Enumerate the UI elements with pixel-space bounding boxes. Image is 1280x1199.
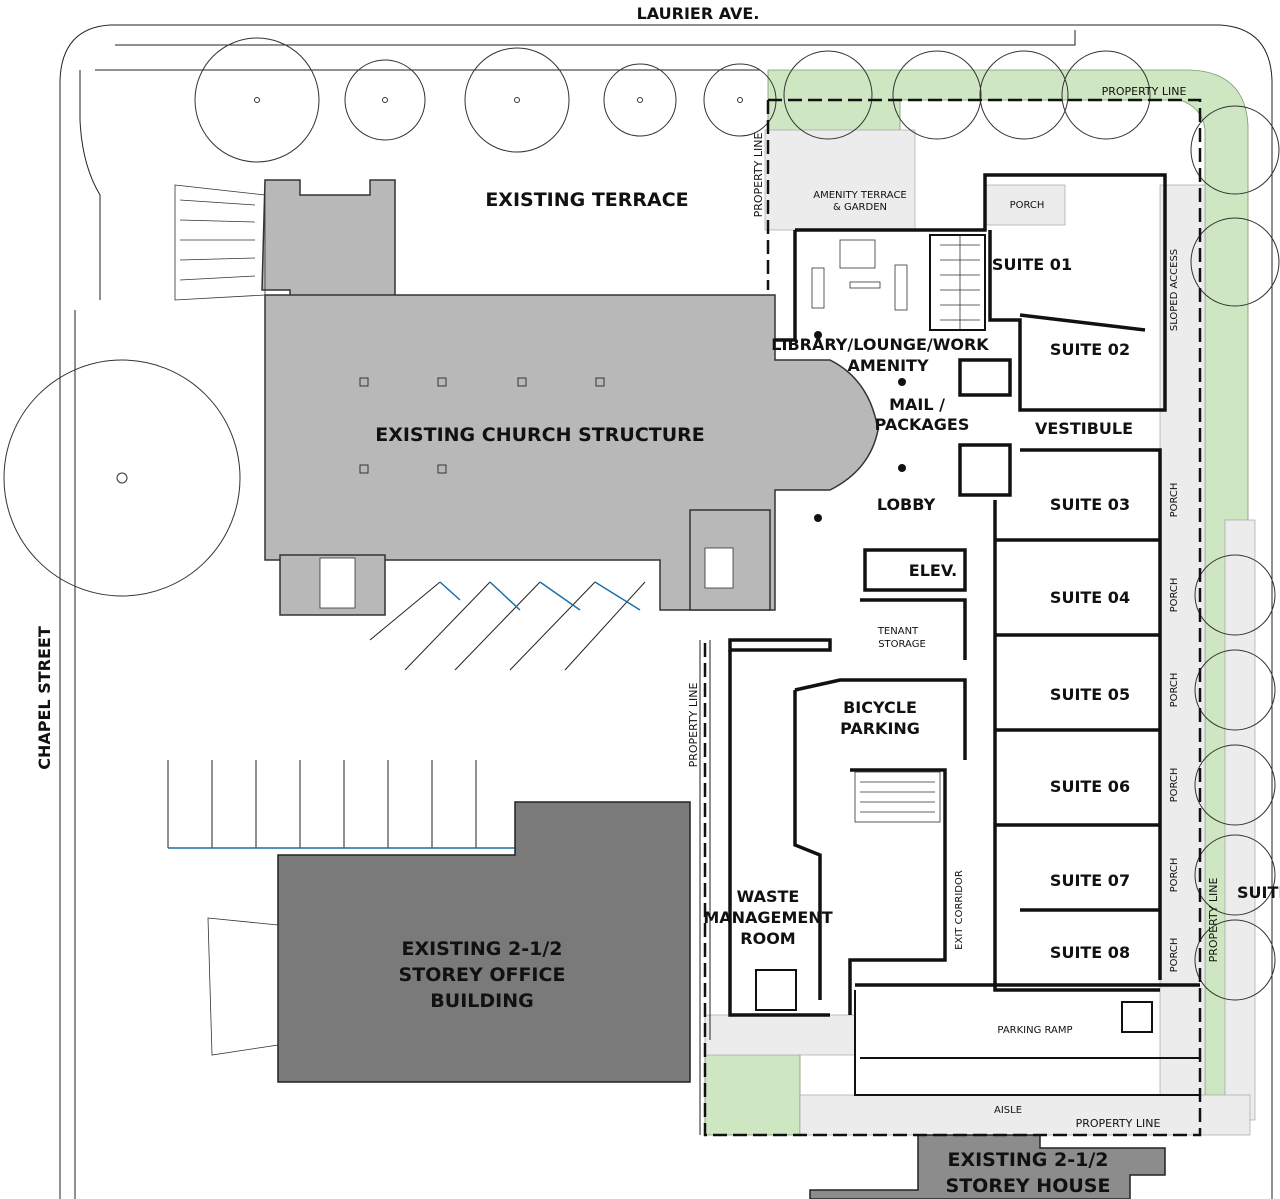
amenity-terrace-label-2: & GARDEN: [833, 202, 887, 213]
aisle-label: AISLE: [994, 1105, 1022, 1116]
house-label-line-1: EXISTING 2-1/2: [947, 1149, 1108, 1171]
suite-02-label: SUITE 02: [1050, 340, 1130, 359]
existing-church-label: EXISTING CHURCH STRUCTURE: [375, 424, 705, 446]
waste-room-label-3: ROOM: [740, 929, 795, 948]
suite-callout-label: SUITE: [1237, 883, 1280, 902]
office-label-line-2: STOREY OFFICE: [399, 964, 566, 986]
porch-label-suite-06: PORCH: [1169, 768, 1180, 803]
suite-06-label: SUITE 06: [1050, 777, 1130, 796]
porch-label-suite-07: PORCH: [1169, 858, 1180, 893]
waste-room-label-2: MANAGEMENT: [703, 908, 832, 927]
tenant-storage-label-1: TENANT: [877, 626, 919, 637]
library-furniture: [811, 239, 908, 522]
street-label-chapel: CHAPEL STREET: [35, 626, 54, 770]
interior-stairs: [854, 235, 980, 823]
mail-label-1: MAIL /: [889, 395, 945, 414]
existing-church: [261, 179, 879, 616]
suite-04-label: SUITE 04: [1050, 588, 1130, 607]
suite-08-label: SUITE 08: [1050, 943, 1130, 962]
mail-label-2: PACKAGES: [875, 415, 970, 434]
suite-01-label: SUITE 01: [992, 255, 1072, 274]
property-line-label-south: PROPERTY LINE: [1076, 1117, 1161, 1130]
bicycle-parking-label-1: BICYCLE: [843, 698, 917, 717]
porch-label-north: PORCH: [1010, 200, 1045, 211]
library-label-1: LIBRARY/LOUNGE/WORK: [771, 335, 989, 354]
amenity-terrace-label-1: AMENITY TERRACE: [813, 190, 907, 201]
waste-room-label-1: WASTE: [737, 887, 800, 906]
elevator-label: ELEV.: [909, 561, 957, 580]
terrace-stairs: [174, 184, 266, 301]
street-label-laurier: LAURIER AVE.: [637, 4, 760, 23]
site-boundary-lines: [59, 24, 1273, 1199]
parking-ramp-label: PARKING RAMP: [997, 1025, 1072, 1036]
sloped-access-label: SLOPED ACCESS: [1169, 249, 1180, 331]
porch-label-suite-08: PORCH: [1169, 938, 1180, 973]
existing-house: [809, 1134, 1166, 1199]
property-line-label-west: PROPERTY LINE: [687, 683, 700, 768]
suite-03-label: SUITE 03: [1050, 495, 1130, 514]
existing-office-building: [207, 801, 691, 1083]
angled-parking-stalls: [369, 581, 646, 671]
lobby-label: LOBBY: [877, 495, 936, 514]
porch-label-suite-04: PORCH: [1169, 578, 1180, 613]
porch-label-suite-05: PORCH: [1169, 673, 1180, 708]
porch-label-suite-03: PORCH: [1169, 483, 1180, 518]
property-line-label-east: PROPERTY LINE: [1207, 878, 1220, 963]
tenant-storage-label-2: STORAGE: [878, 639, 926, 650]
trees: [3, 37, 1280, 1001]
house-label-line-2: STOREY HOUSE: [946, 1175, 1111, 1197]
property-line-label-north: PROPERTY LINE: [1102, 85, 1187, 98]
straight-parking-stalls: [167, 760, 520, 849]
new-building-walls: [703, 98, 1202, 1137]
suite-05-label: SUITE 05: [1050, 685, 1130, 704]
office-label-line-3: BUILDING: [430, 990, 533, 1012]
exit-corridor-label: EXIT CORRIDOR: [954, 870, 965, 950]
vestibule-label: VESTIBULE: [1035, 419, 1133, 438]
paving-areas: [704, 129, 1256, 1136]
bicycle-parking-label-2: PARKING: [840, 719, 920, 738]
office-label-line-1: EXISTING 2-1/2: [401, 938, 562, 960]
suite-07-label: SUITE 07: [1050, 871, 1130, 890]
library-label-2: AMENITY: [847, 356, 928, 375]
existing-terrace-label: EXISTING TERRACE: [485, 189, 688, 211]
property-line-label-northwest: PROPERTY LINE: [752, 133, 765, 218]
